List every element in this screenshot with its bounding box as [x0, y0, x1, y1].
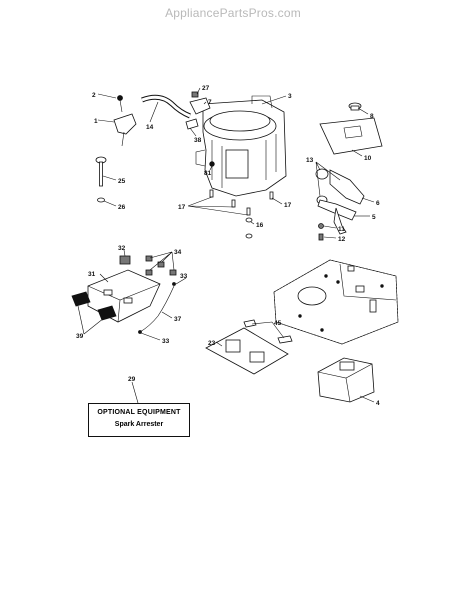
callout-10: 10	[364, 155, 372, 162]
callout-38: 38	[194, 137, 202, 144]
callout-31: 31	[88, 271, 96, 278]
chassis-frame	[273, 259, 399, 345]
callout-16: 16	[256, 222, 264, 229]
cover-31[interactable]	[87, 269, 161, 323]
muffler-4[interactable]	[317, 357, 375, 403]
heat-shield-10[interactable]	[319, 117, 383, 155]
callout-34: 34	[174, 249, 182, 256]
callout-26: 26	[118, 204, 126, 211]
cable-37[interactable]	[138, 282, 176, 334]
callout-13: 13	[306, 157, 314, 164]
washer-26[interactable]	[97, 197, 105, 203]
callout-5: 5	[372, 214, 376, 221]
callout-12: 12	[338, 236, 346, 243]
spark-arrester-label: Spark Arrester	[114, 421, 164, 428]
bolt-11[interactable]	[318, 223, 324, 229]
leader-lines	[77, 87, 375, 404]
callout-17b: 17	[284, 202, 292, 209]
fitting-38[interactable]	[185, 118, 199, 130]
exhaust-pipe-6[interactable]	[329, 169, 365, 205]
callout-1: 1	[94, 118, 98, 125]
engine-part[interactable]	[195, 95, 287, 197]
callout-8: 8	[370, 113, 374, 120]
fuel-line-part[interactable]	[141, 94, 191, 119]
throttle-bracket-part[interactable]	[113, 95, 137, 147]
fuel-fitting-7[interactable]	[189, 91, 211, 115]
bolts-45[interactable]	[243, 319, 293, 344]
callout-27: 27	[202, 85, 210, 92]
callout-25: 25	[118, 178, 126, 185]
blocks-39[interactable]	[71, 291, 117, 321]
callout-4: 4	[376, 400, 380, 407]
optional-equipment-box: OPTIONAL EQUIPMENT Spark Arrester	[88, 403, 190, 437]
callout-32: 32	[118, 245, 126, 252]
callout-45: 45	[274, 320, 282, 327]
callout-2: 2	[92, 92, 96, 99]
callout-81: 81	[204, 170, 212, 177]
callout-14: 14	[146, 124, 154, 131]
optional-equipment-title: OPTIONAL EQUIPMENT	[97, 409, 181, 416]
callout-3: 3	[288, 93, 292, 100]
exhaust-pipe-5[interactable]	[317, 199, 357, 235]
callout-39: 39	[76, 333, 84, 340]
callout-11: 11	[338, 226, 345, 233]
muffler-bracket-23[interactable]	[205, 327, 289, 375]
callout-6: 6	[376, 200, 380, 207]
watermark-text: AppliancePartsPros.com	[165, 6, 301, 20]
callout-33b: 33	[162, 338, 170, 345]
screw-25[interactable]	[95, 156, 107, 187]
cap-8[interactable]	[348, 102, 362, 111]
callout-7: 7	[208, 99, 212, 106]
callout-33a: 33	[180, 273, 188, 280]
bolt-81[interactable]	[209, 161, 215, 167]
connector-32[interactable]	[119, 255, 131, 265]
callout-23: 23	[208, 340, 216, 347]
engine-mount-bolts[interactable]	[209, 189, 274, 216]
callout-29: 29	[128, 376, 136, 383]
bolt-12[interactable]	[318, 233, 324, 241]
connectors-34[interactable]	[145, 255, 177, 276]
callout-labels: 2 27 3 7 1 14 38 8 10 81 25 13 6 26 17 1…	[76, 85, 380, 407]
washer-16[interactable]	[245, 217, 253, 239]
callout-17a: 17	[178, 204, 186, 211]
callout-37: 37	[174, 316, 182, 323]
